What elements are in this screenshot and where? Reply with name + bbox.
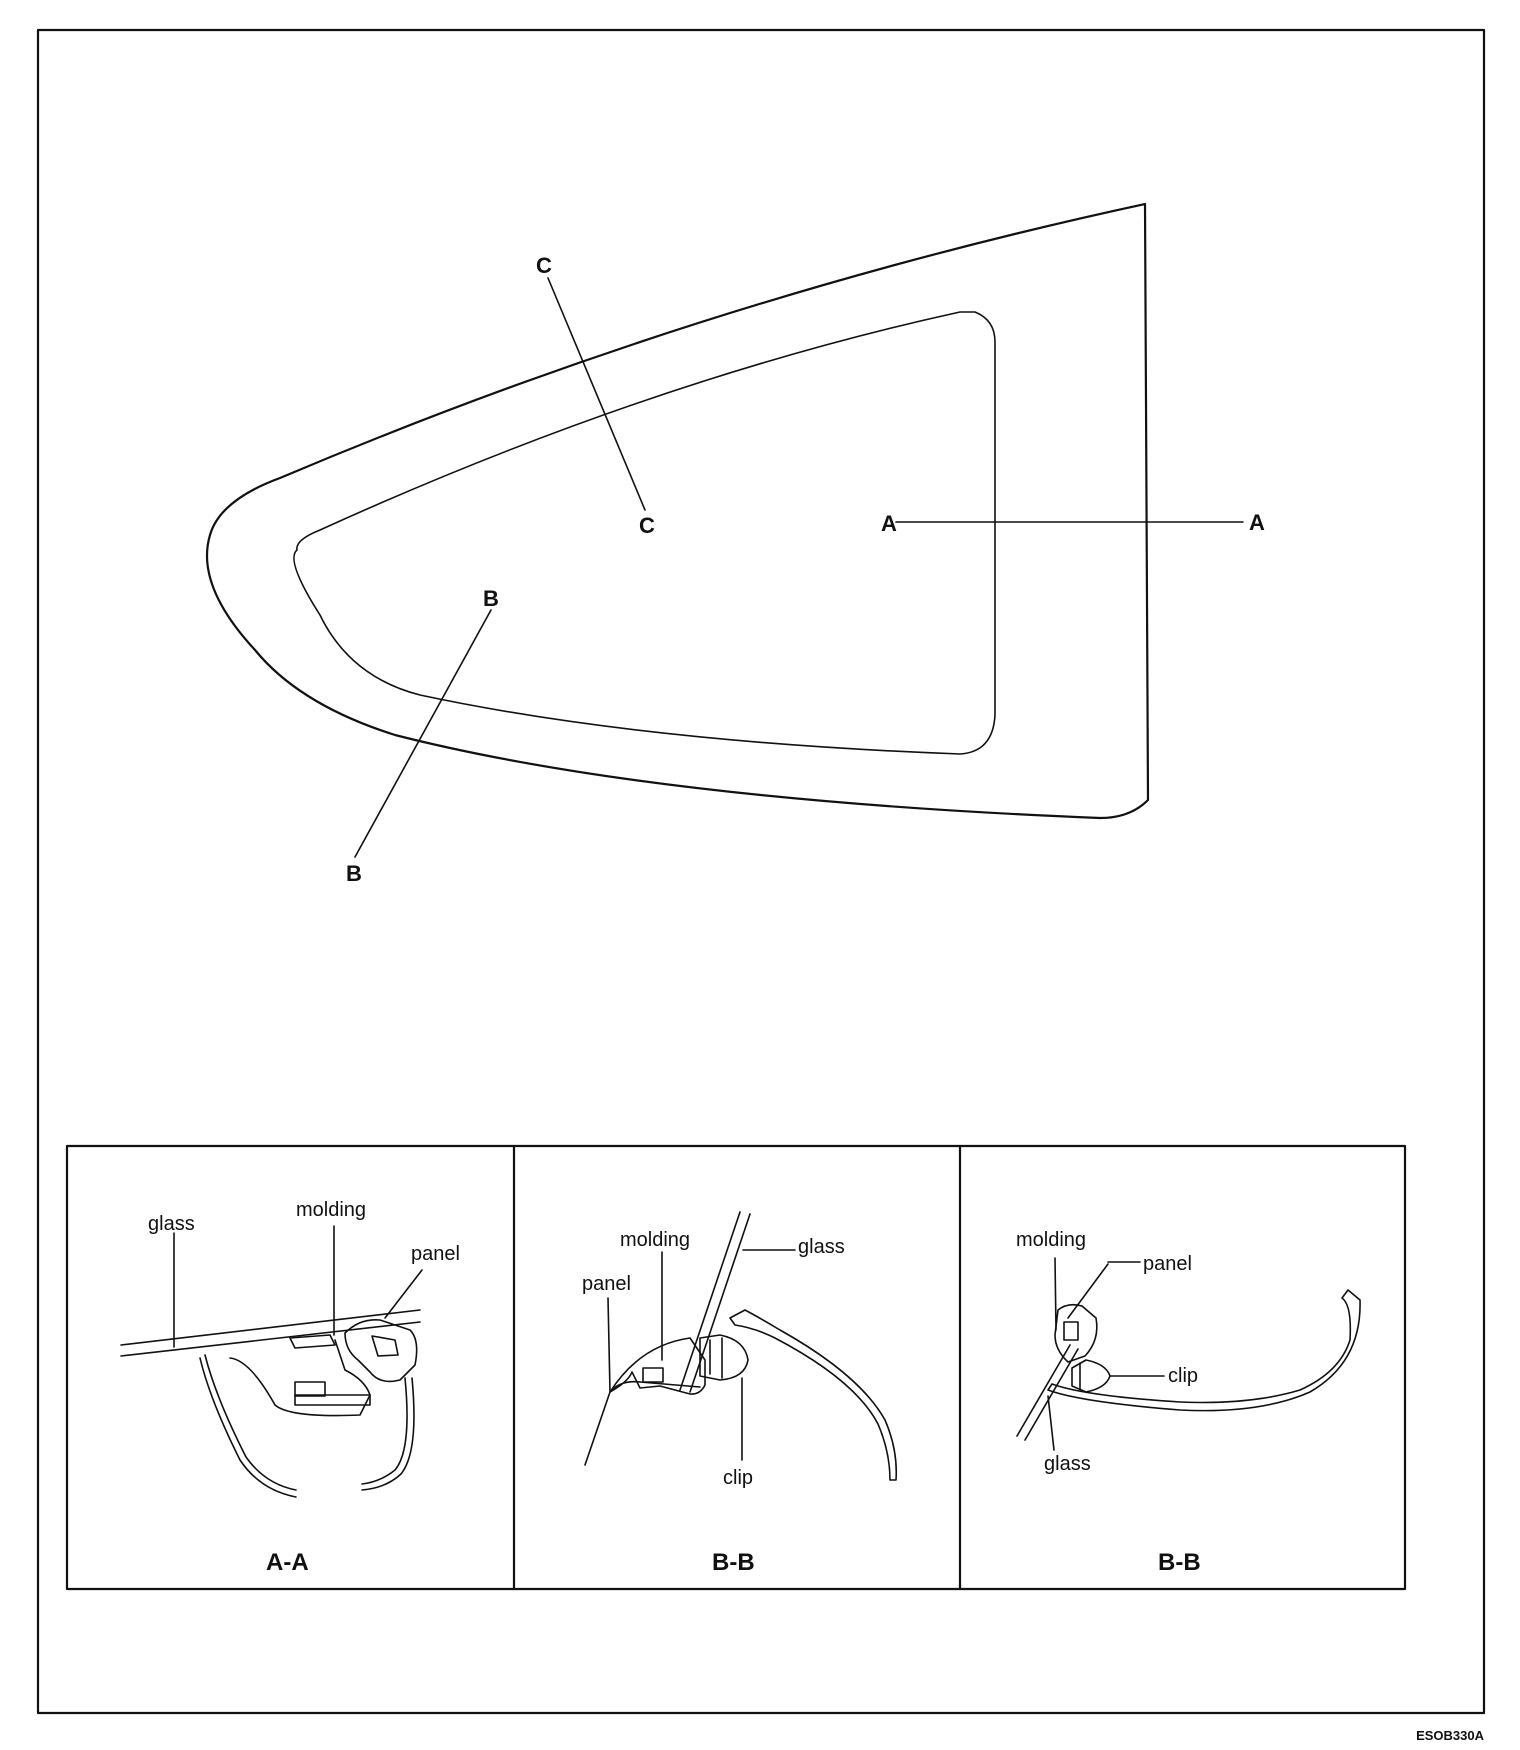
section-panel-a-a: glass molding panel A-A [120, 1199, 460, 1576]
b-b-2-label-glass: glass [1044, 1453, 1091, 1475]
b-b-2-label-clip: clip [1168, 1365, 1198, 1387]
section-mark-a-left: A [881, 511, 897, 536]
b-b-1-label-panel: panel [582, 1273, 631, 1295]
section-mark-c-top: C [536, 253, 552, 278]
section-mark-b-bottom: B [346, 861, 362, 886]
b-b-2-label-panel: panel [1143, 1253, 1192, 1275]
section-panel-b-b-1: molding glass panel clip B-B [582, 1211, 898, 1576]
b-b-1-label-glass: glass [798, 1236, 845, 1258]
outer-frame [36, 28, 1486, 1715]
b-b-1-caption: B-B [712, 1549, 755, 1576]
b-b-1-label-clip: clip [723, 1467, 753, 1489]
section-panels-frame [65, 1144, 1407, 1591]
section-panel-b-b-2: molding panel clip glass B-B [1016, 1229, 1361, 1576]
b-b-2-caption: B-B [1158, 1549, 1201, 1576]
a-a-label-panel: panel [411, 1243, 460, 1265]
glass-outer-outline [205, 202, 1150, 820]
a-a-label-molding: molding [296, 1199, 366, 1221]
a-a-label-glass: glass [148, 1213, 195, 1235]
section-mark-c-bottom: C [639, 513, 655, 538]
b-b-2-label-molding: molding [1016, 1229, 1086, 1251]
section-line-b [354, 609, 492, 858]
section-mark-a-right: A [1249, 510, 1265, 535]
a-a-caption: A-A [266, 1549, 309, 1576]
section-line-c [547, 277, 646, 511]
section-mark-b-top: B [483, 586, 499, 611]
glass-inner-outline [293, 311, 996, 755]
b-b-1-label-molding: molding [620, 1229, 690, 1251]
figure-code: ESOB330A [1416, 1728, 1485, 1743]
